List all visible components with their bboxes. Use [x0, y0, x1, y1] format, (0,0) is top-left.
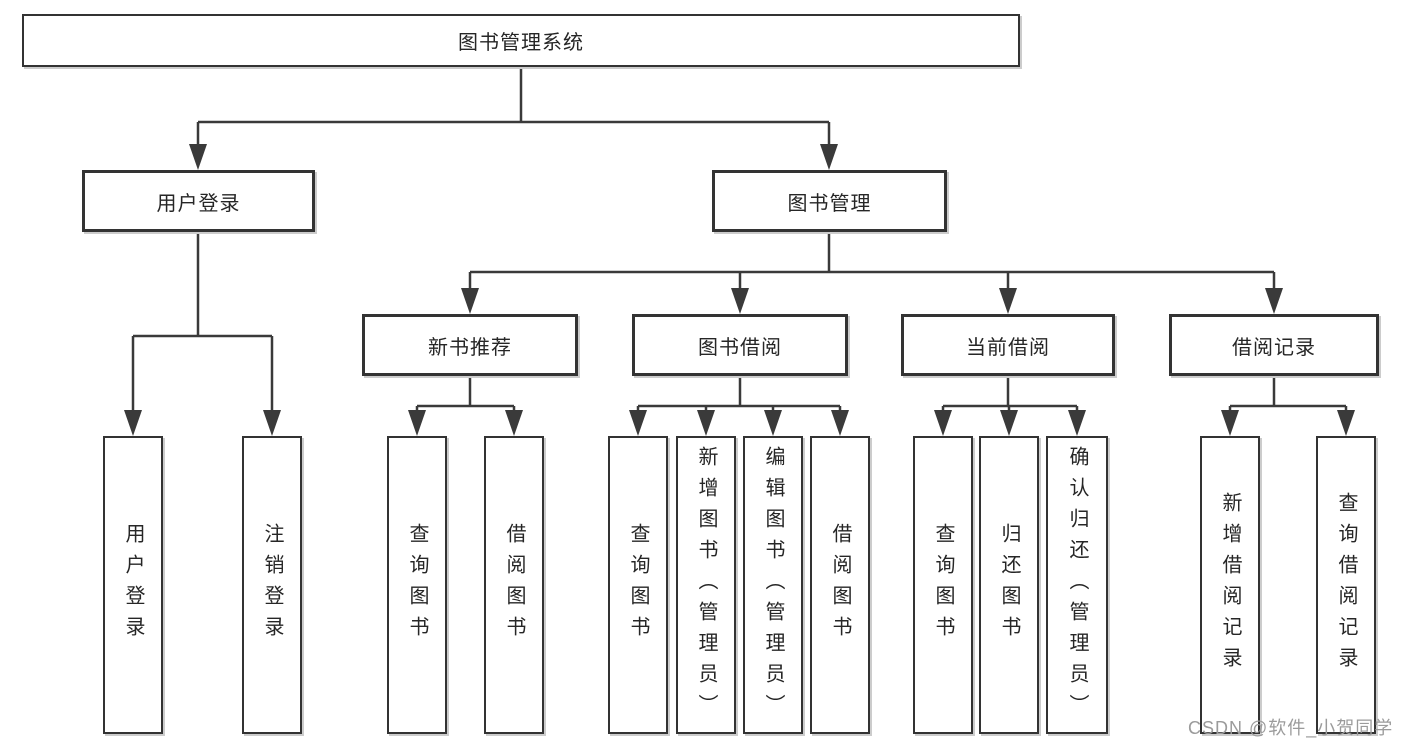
leaf-user-login: 用户登录: [103, 436, 163, 734]
leaf-edit-book-admin: 编辑图书（管理员）: [743, 436, 803, 734]
node-book-management: 图书管理: [712, 170, 947, 232]
leaf-borrow-books-2: 借阅图书: [810, 436, 870, 734]
leaf-logout: 注销登录: [242, 436, 302, 734]
node-borrowing-records: 借阅记录: [1169, 314, 1379, 376]
node-new-book-recommend: 新书推荐: [362, 314, 578, 376]
leaf-query-borrow-record: 查询借阅记录: [1316, 436, 1376, 734]
leaf-query-books: 查询图书: [387, 436, 447, 734]
node-user-login: 用户登录: [82, 170, 315, 232]
leaf-query-books-2: 查询图书: [608, 436, 668, 734]
leaf-add-borrow-record: 新增借阅记录: [1200, 436, 1260, 734]
leaf-return-book: 归还图书: [979, 436, 1039, 734]
csdn-watermark: CSDN @软件_小贺同学: [1188, 718, 1394, 738]
node-library-management-system: 图书管理系统: [22, 14, 1020, 67]
leaf-confirm-return-admin: 确认归还（管理员）: [1046, 436, 1108, 734]
node-current-borrowing: 当前借阅: [901, 314, 1115, 376]
leaf-add-book-admin: 新增图书（管理员）: [676, 436, 736, 734]
node-book-borrowing: 图书借阅: [632, 314, 848, 376]
leaf-query-books-3: 查询图书: [913, 436, 973, 734]
leaf-borrow-books: 借阅图书: [484, 436, 544, 734]
